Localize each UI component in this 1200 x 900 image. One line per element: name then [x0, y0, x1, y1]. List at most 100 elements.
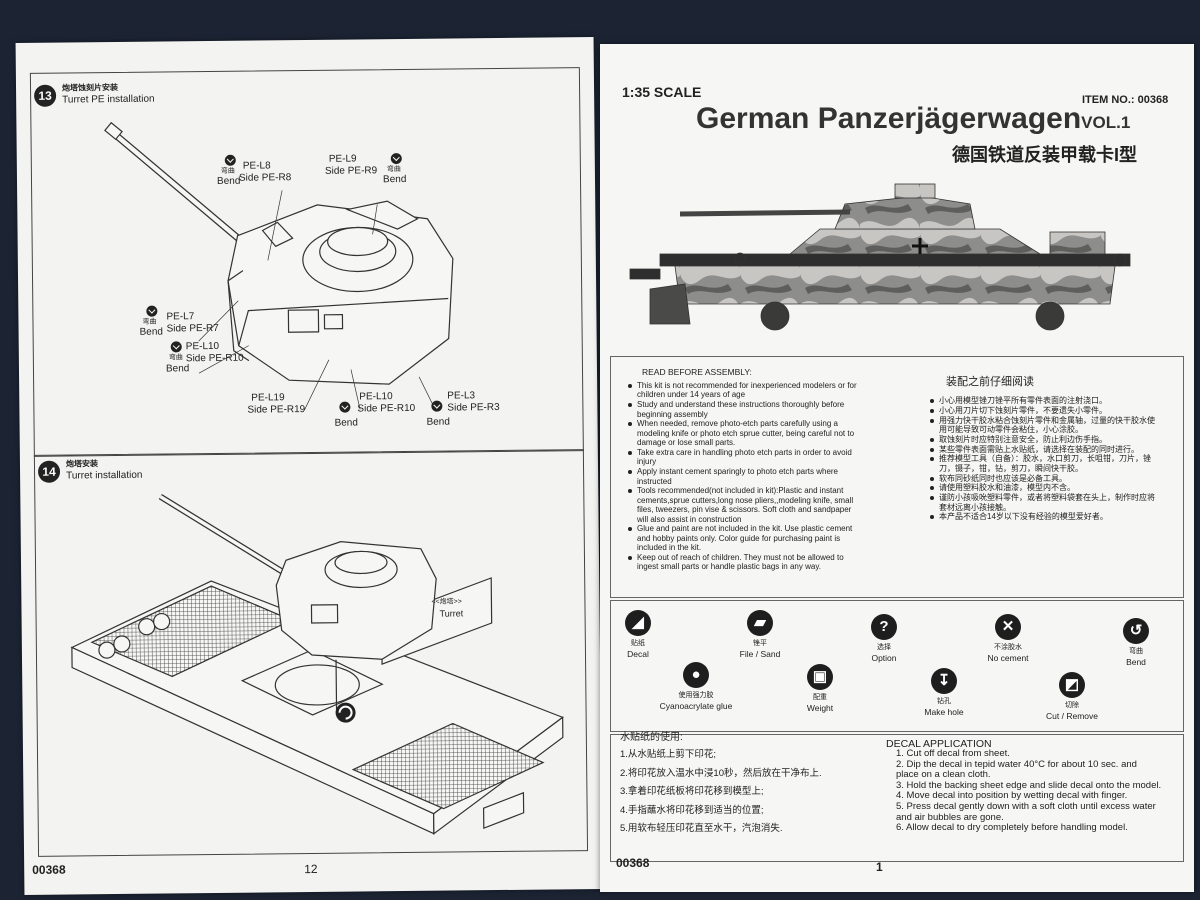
- bend-icon: [339, 401, 351, 413]
- list-item: 小心用模型锉刀锉平所有零件表面的注射浇口。: [930, 396, 1160, 405]
- list-item: 取蚀刻片时应特别注意安全，防止利边伤手指。: [930, 435, 1160, 444]
- turret-label: Turret: [439, 608, 464, 619]
- list-item: 1. Cut off decal from sheet.: [896, 748, 1010, 759]
- step-14-title-cn: 炮塔安装: [65, 459, 99, 469]
- kit-title-cn: 德国铁道反装甲载卡I型: [952, 145, 1137, 165]
- weight-icon: ▣: [807, 664, 833, 690]
- bend-icon: [146, 305, 158, 317]
- drill-icon: ↧: [931, 668, 957, 694]
- callout-side-pe-r7: Side PE-R7: [166, 322, 219, 335]
- callout-pe-l10-b: PE-L10: [359, 391, 393, 403]
- list-item: Keep out of reach of children. They must…: [628, 553, 860, 572]
- bend-icon: [224, 154, 236, 166]
- bend-label-cn: 弯曲: [386, 166, 401, 174]
- read-before-list-cn: 小心用模型锉刀锉平所有零件表面的注射浇口。 小心用刀片切下蚀刻片零件，不要遗失小…: [930, 396, 1160, 522]
- file-icon: ▰: [747, 610, 773, 636]
- box-art-railcar: [629, 183, 1131, 331]
- footer-item-number: 00368: [616, 856, 650, 870]
- list-item: 2. Dip the decal in tepid water 40°C for…: [896, 758, 1137, 781]
- cut-icon: ◩: [1059, 672, 1085, 698]
- bend-label: Bend: [216, 175, 241, 187]
- bend-label-cn: 弯曲: [220, 167, 235, 175]
- read-before-heading-cn: 装配之前仔细阅读: [946, 376, 1034, 388]
- footer-page-number: 12: [304, 861, 318, 877]
- footer-page-number: 1: [876, 860, 883, 874]
- callout-pe-l19: PE-L19: [251, 392, 285, 404]
- list-item: Take extra care in handling photo etch p…: [628, 448, 860, 467]
- decal-icon: ◢: [625, 610, 651, 636]
- list-item: 4. Move decal into position by wetting d…: [896, 790, 1128, 802]
- callout-pe-l7: PE-L7: [166, 311, 195, 323]
- read-before-heading: READ BEFORE ASSEMBLY:: [642, 367, 752, 377]
- kit-title-main: German Panzerjägerwagen: [696, 102, 1082, 135]
- callout-pe-l10: PE-L10: [185, 340, 220, 353]
- callout-side-pe-r8: Side PE-R8: [238, 172, 292, 184]
- symbols-legend-panel: [610, 600, 1184, 732]
- bend-label: Bend: [426, 416, 450, 428]
- list-item: 某些零件表面需贴上水贴纸，请选择在装配的同时进行。: [930, 445, 1160, 454]
- question-icon: ?: [871, 614, 897, 640]
- decal-panel: [610, 734, 1184, 862]
- list-item: 本产品不适合14岁以下没有经验的模型爱好者。: [930, 512, 1160, 521]
- list-item: Glue and paint are not included in the k…: [628, 524, 860, 552]
- list-item: 3. Hold the backing sheet edge and slide…: [896, 779, 1162, 791]
- glue-drop-icon: ●: [683, 662, 709, 688]
- kit-title: German PanzerjägerwagenVOL.1: [696, 102, 1130, 140]
- step-13-title-en: Turret PE installation: [62, 93, 155, 106]
- list-item: 6. Allow decal to dry completely before …: [896, 822, 1128, 834]
- list-item: 请使用塑料胶水和油漆，模型内不含。: [930, 483, 1160, 492]
- list-item: This kit is not recommended for inexperi…: [628, 381, 860, 400]
- callout-side-pe-r19: Side PE-R19: [247, 404, 306, 416]
- instruction-page-12: 13 炮塔蚀刻片安装 Turret PE installation: [15, 36, 603, 896]
- list-item: When needed, remove photo-etch parts car…: [628, 419, 860, 447]
- list-item: 用强力快干胶水粘合蚀刻片零件和金属轴，过量的快干胶水使用可能导致可动零件会粘住，…: [930, 416, 1160, 435]
- callout-side-pe-r10-b: Side PE-R10: [357, 402, 416, 415]
- list-item: Apply instant cement sparingly to photo …: [628, 467, 860, 486]
- list-item: 5.用软布轻压印花直至水干，汽泡消失.: [620, 823, 783, 835]
- footer-item-number: 00368: [32, 862, 66, 877]
- bend-label-cn: 弯曲: [142, 318, 157, 326]
- turret-label-cn: <<炮塔>>: [431, 598, 462, 606]
- decal-heading-cn: 水贴纸的使用:: [620, 732, 683, 743]
- bend-label: Bend: [139, 326, 164, 338]
- callout-side-pe-r10: Side PE-R10: [185, 352, 244, 365]
- read-before-panel: [610, 356, 1184, 598]
- no-cement-icon: ✕: [995, 614, 1021, 640]
- bend-label: Bend: [334, 417, 358, 429]
- scale-label: 1:35 SCALE: [622, 84, 702, 100]
- kit-title-vol: VOL.1: [1081, 113, 1131, 132]
- list-item: 推荐模型工具（自备）：胶水，水口剪刀，长咀钳，刀片，锉刀，镊子，钳，钻，剪刀，瞬…: [930, 454, 1160, 473]
- list-item: 2.将印花放入温水中浸10秒，然后放在干净布上.: [620, 767, 822, 779]
- step-13-title-cn: 炮塔蚀刻片安装: [61, 82, 119, 93]
- callout-side-pe-r9: Side PE-R9: [324, 165, 378, 177]
- bend-icon: ↺: [1123, 618, 1149, 644]
- step-13-number: 13: [33, 84, 57, 107]
- list-item: 1.从水贴纸上剪下印花;: [620, 749, 717, 760]
- item-number: ITEM NO.: 00368: [1082, 94, 1169, 106]
- callout-pe-l3: PE-L3: [447, 390, 476, 402]
- callout-pe-l9: PE-L9: [328, 153, 357, 165]
- callout-pe-l8: PE-L8: [242, 160, 271, 172]
- list-item: 谨防小孩吸吮塑料零件，或者将塑料袋套在头上，制作时应将套材远离小孩接触。: [930, 493, 1160, 512]
- bend-icon: [390, 153, 402, 165]
- bend-label-cn: 弯曲: [168, 354, 183, 362]
- decal-steps: 1. Cut off decal from sheet. 2. Dip the …: [896, 748, 1162, 834]
- list-item: 3.拿着印花纸板将印花移到模型上;: [620, 786, 764, 798]
- list-item: Tools recommended(not included in kit):P…: [628, 486, 860, 524]
- bend-icon: [431, 400, 443, 412]
- bend-icon: [170, 341, 182, 353]
- list-item: 小心用刀片切下蚀刻片零件，不要遗失小零件。: [930, 406, 1160, 415]
- read-before-list: This kit is not recommended for inexperi…: [628, 381, 860, 572]
- callout-side-pe-r3: Side PE-R3: [447, 402, 500, 414]
- turret-installation-drawing: [70, 494, 564, 835]
- turret-pe-drawing: [104, 121, 454, 413]
